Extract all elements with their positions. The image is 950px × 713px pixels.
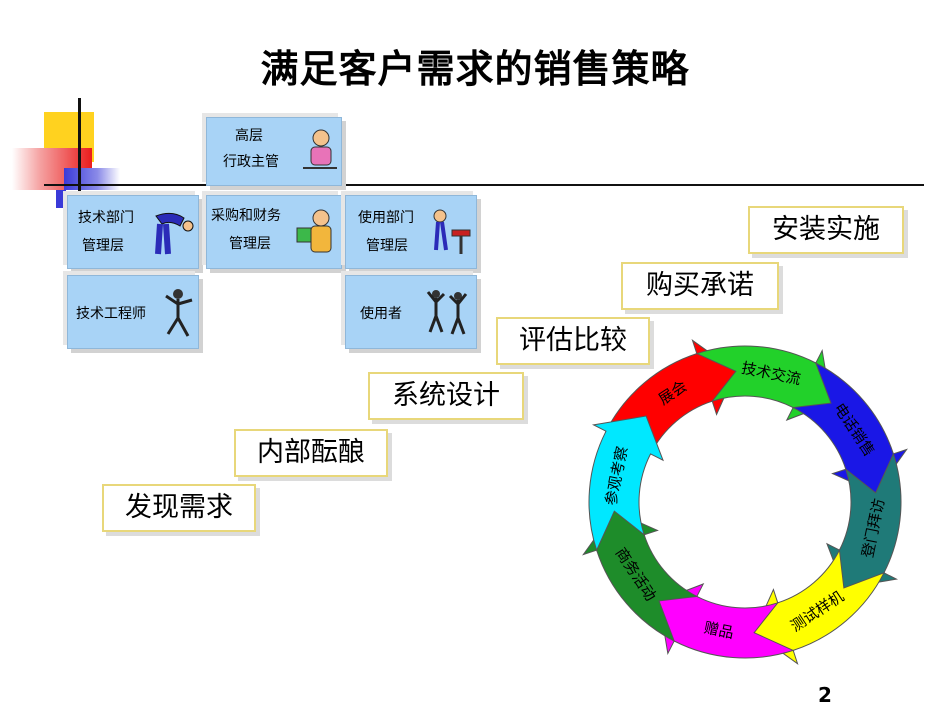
card-tech-management-line2: 管理层	[82, 238, 124, 254]
card-user-line1: 使用者	[360, 306, 402, 322]
cycle-arrow-8	[588, 415, 664, 552]
page-title: 满足客户需求的销售策略	[260, 47, 690, 91]
decor-blue-block	[64, 168, 120, 190]
step-4: 评估比较	[496, 317, 650, 365]
card-tech-management: 技术部门 管理层	[67, 195, 199, 269]
step-2: 内部酝酿	[234, 429, 388, 477]
cycle-label-6: 赠品	[702, 619, 735, 643]
card-user-department: 使用部门 管理层	[345, 195, 477, 269]
card-purchase-finance-line2: 管理层	[229, 236, 271, 252]
desk-figure-icon	[433, 209, 471, 254]
dancing-figure-icon	[165, 289, 193, 337]
decor-vertical-line	[78, 98, 81, 210]
decor-blue-square	[56, 190, 66, 208]
step-3: 系统设计	[368, 372, 524, 420]
card-tech-management-line1: 技术部门	[78, 210, 134, 226]
card-executive-line2: 行政主管	[223, 154, 279, 170]
card-purchase-finance: 采购和财务 管理层	[206, 195, 342, 269]
step-6: 安装实施	[748, 206, 904, 254]
card-user-department-line1: 使用部门	[358, 210, 414, 226]
card-executive-line1: 高层	[235, 128, 263, 144]
executive-figure-icon	[303, 129, 337, 169]
money-figure-icon	[296, 209, 332, 253]
card-executive: 高层 行政主管	[206, 117, 342, 186]
cheering-figures-icon	[426, 290, 468, 335]
card-purchase-finance-line1: 采购和财务	[211, 208, 281, 224]
bowing-figure-icon	[155, 212, 194, 255]
page-number: 2	[818, 683, 832, 707]
step-1: 发现需求	[102, 484, 256, 532]
step-5: 购买承诺	[621, 262, 779, 310]
decor-horizontal-line	[44, 184, 924, 186]
card-user-department-line2: 管理层	[366, 238, 408, 254]
card-tech-engineer: 技术工程师	[67, 275, 199, 349]
card-user: 使用者	[345, 275, 477, 349]
card-tech-engineer-line1: 技术工程师	[76, 306, 146, 322]
